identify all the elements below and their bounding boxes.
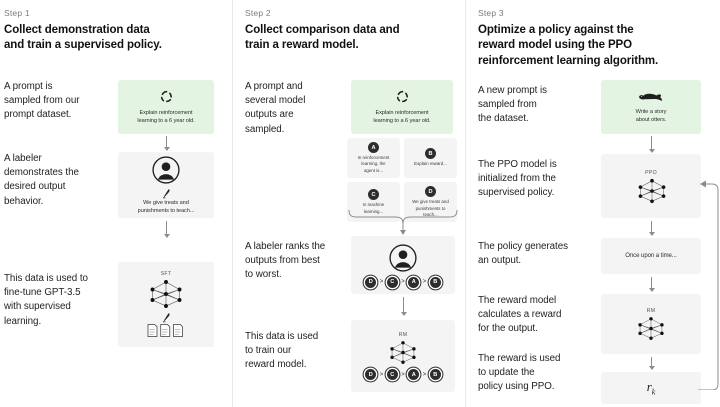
option-badge-a: A xyxy=(368,142,379,153)
step-1-title: Collect demonstration data and train a s… xyxy=(4,24,162,52)
person-icon xyxy=(388,243,418,273)
rank-separator-rm-2: > xyxy=(401,371,405,378)
ranking-row: D > C > A > B xyxy=(365,276,441,288)
rm-tag: RM xyxy=(398,332,408,338)
option-text-b: Explain reward... xyxy=(414,161,447,167)
step-3-output-box[interactable]: Once upon a time... xyxy=(601,238,701,274)
option-badge-d: D xyxy=(425,186,436,198)
step-1-sft-box[interactable]: SFT xyxy=(118,262,214,347)
step-2-label: Step 2 xyxy=(245,8,271,18)
step-1-caption-1: A prompt is sampled from our prompt data… xyxy=(4,81,80,121)
step-3-prompt-box[interactable]: Write a story about otters. xyxy=(601,80,701,134)
ppo-tag: PPO xyxy=(645,169,657,176)
option-text-a: In reinforcement learning, the agent is.… xyxy=(357,155,390,173)
step-1-column: Step 1 Collect demonstration data and tr… xyxy=(0,0,232,407)
step-3-caption-4: The reward model calculates a reward for… xyxy=(478,295,562,335)
rank-separator-2: > xyxy=(401,279,405,285)
arrow-rm-to-reward xyxy=(648,357,655,370)
neural-network-icon xyxy=(634,316,668,341)
step-2-rm-box[interactable]: RM D > C xyxy=(351,320,455,392)
arrow-labeler-to-rm xyxy=(400,297,407,316)
arrow-prompt-to-labeler xyxy=(163,136,170,151)
rank-badge-rm-3: A xyxy=(408,369,420,380)
step-1-caption-2: A labeler demonstrates the desired outpu… xyxy=(4,153,79,207)
step-3-rm-box[interactable]: RM xyxy=(601,294,701,354)
arrow-prompt-to-ppo xyxy=(648,136,655,153)
rank-badge-4: B xyxy=(429,276,441,288)
ranking-row-rm: D > C > A > B xyxy=(365,369,441,380)
step-3-ppo-box[interactable]: PPO xyxy=(601,154,701,218)
step-1-prompt-box[interactable]: Explain reinforcement learning to a 6 ye… xyxy=(118,80,214,134)
step-3-title: Optimize a policy against the reward mod… xyxy=(478,24,659,67)
rank-badge-rm-2: C xyxy=(386,369,398,380)
neural-network-icon xyxy=(634,178,668,203)
rank-separator-rm-3: > xyxy=(422,371,427,378)
pen-icon xyxy=(162,310,171,323)
step-3-label: Step 3 xyxy=(478,8,504,18)
rank-badge-rm-1: D xyxy=(365,369,377,380)
reward-symbol: r xyxy=(646,379,652,395)
step-3-reward-value-box[interactable]: rk xyxy=(601,372,701,404)
rank-separator-rm-1: > xyxy=(379,371,384,378)
output-option-c[interactable]: C In machine learning... xyxy=(347,182,400,223)
rank-badge-1: D xyxy=(365,276,377,288)
step-2-caption-3: This data is used to train our reward mo… xyxy=(245,331,319,371)
reward-subscript: k xyxy=(651,387,656,397)
step-1-label: Step 1 xyxy=(4,8,30,18)
step-3-caption-2: The PPO model is initialized from the su… xyxy=(478,159,557,199)
step-2-prompt-text: Explain reinforcement learning to a 6 ye… xyxy=(373,109,431,124)
option-badge-c: C xyxy=(368,189,379,201)
step-3-caption-1: A new prompt is sampled from the dataset… xyxy=(478,85,547,125)
pen-icon xyxy=(162,186,171,198)
step-2-caption-2: A labeler ranks the outputs from best to… xyxy=(245,241,326,281)
step-3-prompt-text: Write a story about otters. xyxy=(635,108,667,123)
output-option-a[interactable]: A In reinforcement learning, the agent i… xyxy=(347,138,400,179)
refresh-icon xyxy=(159,89,174,104)
output-option-b[interactable]: B Explain reward... xyxy=(404,138,457,179)
reward-formula: rk xyxy=(647,379,656,397)
rank-badge-rm-4: B xyxy=(429,369,441,380)
ppo-feedback-loop-arrow xyxy=(694,168,720,391)
otter-icon xyxy=(638,90,664,103)
refresh-icon xyxy=(395,89,410,104)
documents-icon xyxy=(146,323,186,338)
step-1-prompt-text: Explain reinforcement learning to a 6 ye… xyxy=(137,109,195,124)
rm-tag-step3: RM xyxy=(646,307,656,314)
step-3-column: Step 3 Optimize a policy against the rew… xyxy=(465,0,720,407)
step-3-caption-3: The policy generates an output. xyxy=(478,241,568,267)
outputs-brace xyxy=(347,208,459,236)
arrow-output-to-rm xyxy=(648,277,655,292)
step-2-title: Collect comparison data and train a rewa… xyxy=(245,24,400,52)
step-2-labeler-box[interactable]: D > C > A > B xyxy=(351,236,455,294)
option-text-c: In machine learning... xyxy=(362,202,385,214)
step-3-caption-5: The reward is used to update the policy … xyxy=(478,353,561,393)
step-1-labeler-text: We give treats and punishments to teach.… xyxy=(137,199,195,214)
neural-network-icon xyxy=(145,279,187,309)
option-badge-b: B xyxy=(425,148,436,160)
step-2-outputs-grid: A In reinforcement learning, the agent i… xyxy=(347,138,457,223)
step-2-prompt-box[interactable]: Explain reinforcement learning to a 6 ye… xyxy=(351,80,453,134)
step-2-caption-1: A prompt and several model outputs are s… xyxy=(245,81,306,135)
sft-tag: SFT xyxy=(160,271,172,277)
step-1-caption-3: This data is used to fine-tune GPT-3.5 w… xyxy=(4,273,88,327)
step-3-output-text: Once upon a time... xyxy=(625,252,677,259)
rank-badge-2: C xyxy=(386,276,398,288)
rank-separator-1: > xyxy=(379,279,384,285)
step-2-column: Step 2 Collect comparison data and train… xyxy=(232,0,465,407)
rank-badge-3: A xyxy=(408,276,420,288)
arrow-labeler-to-sft xyxy=(163,221,170,238)
neural-network-icon xyxy=(386,340,420,365)
step-1-labeler-box[interactable]: We give treats and punishments to teach.… xyxy=(118,152,214,218)
output-option-d[interactable]: D We give treats and punishments to teac… xyxy=(404,182,457,223)
arrow-ppo-to-output xyxy=(648,221,655,236)
option-text-d: We give treats and punishments to teach.… xyxy=(412,199,449,217)
person-icon xyxy=(151,155,181,185)
rank-separator-3: > xyxy=(422,279,427,285)
